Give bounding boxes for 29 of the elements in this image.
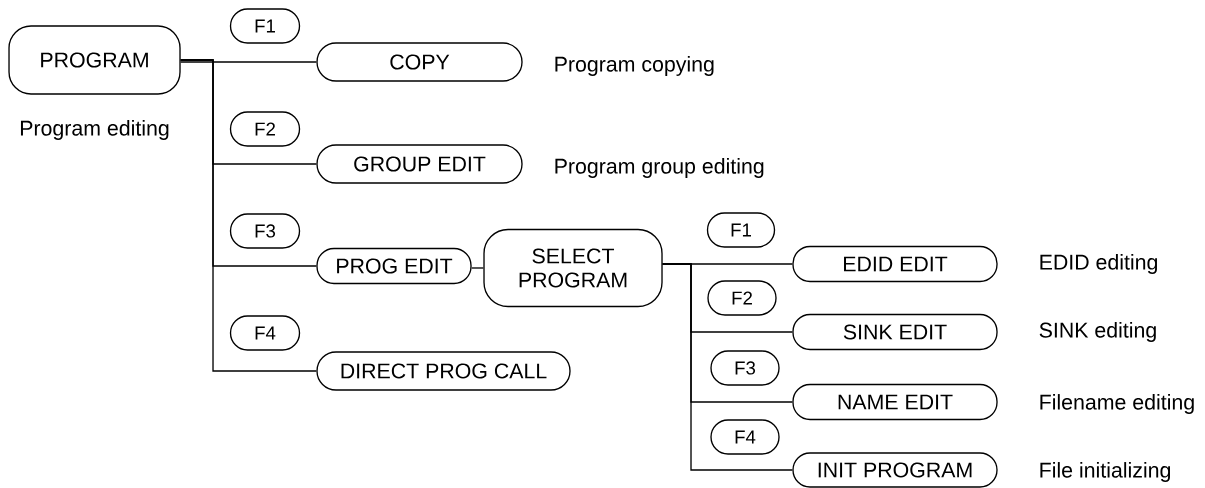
description-text: SINK editing [1039,322,1156,342]
function-key: F1 [706,212,776,248]
function-key: F4 [710,419,780,455]
function-key: F2 [707,280,777,316]
menu-box: PROGRAM [8,25,181,95]
description-text: Filename editing [1040,394,1194,414]
connector-line [180,61,317,63]
connector-line [662,263,793,471]
function-key: F2 [229,111,301,147]
description-text: File initializing [1040,462,1171,482]
menu-box: DIRECT PROG CALL [316,351,571,391]
function-key: F1 [229,8,301,44]
description-text: Program editing [21,120,169,140]
description-text: Program group editing [555,158,764,178]
function-key: F4 [229,315,301,351]
menu-box: NAME EDIT [792,383,998,421]
function-key: F3 [710,350,780,386]
connector-line [471,267,484,269]
connector-line [180,59,317,372]
menu-box: COPY [316,42,523,82]
function-key: F3 [229,213,301,249]
menu-box: EDID EDIT [792,245,998,283]
description-text: EDID editing [1040,254,1158,274]
menu-box: SELECT PROGRAM [483,228,663,308]
menu-box: PROG EDIT [316,247,472,285]
menu-box: INIT PROGRAM [792,452,998,488]
menu-box: SINK EDIT [792,313,998,351]
menu-box: GROUP EDIT [316,144,523,184]
description-text: Program copying [555,56,714,76]
